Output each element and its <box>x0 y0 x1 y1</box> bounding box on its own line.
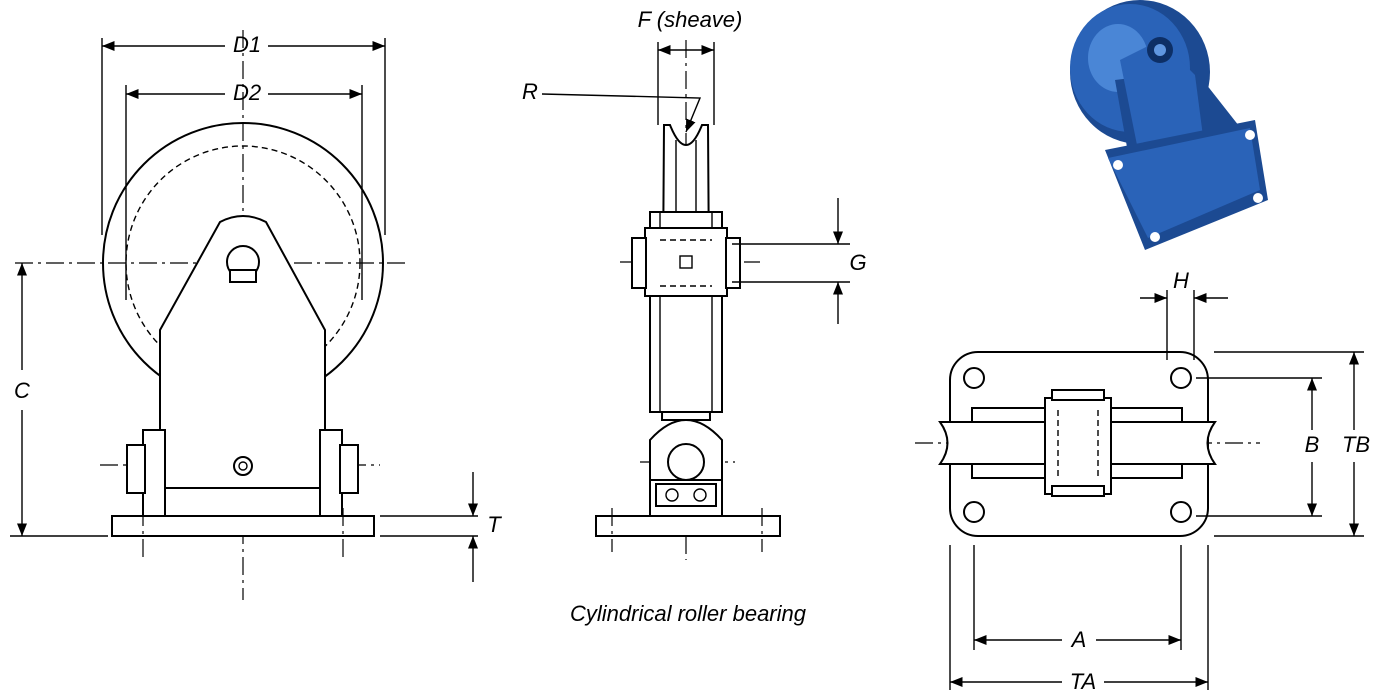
base-plate <box>111 515 375 537</box>
label-t: T <box>487 512 502 537</box>
label-g: G <box>849 250 866 275</box>
label-c: C <box>14 378 30 403</box>
product-photo <box>1070 0 1268 250</box>
bracket-arm <box>159 215 326 491</box>
label-h: H <box>1173 268 1189 293</box>
label-r: R <box>522 79 538 104</box>
front-view <box>10 30 479 600</box>
side-view <box>541 40 850 560</box>
label-b: B <box>1305 432 1320 457</box>
label-ta: TA <box>1070 669 1096 693</box>
top-view <box>915 290 1364 690</box>
label-tb: TB <box>1342 432 1370 457</box>
label-f-sheave: F (sheave) <box>638 7 743 32</box>
label-a: A <box>1070 627 1087 652</box>
caption-cylindrical-roller-bearing: Cylindrical roller bearing <box>570 601 807 626</box>
label-d1: D1 <box>233 32 261 57</box>
label-d2: D2 <box>233 80 261 105</box>
